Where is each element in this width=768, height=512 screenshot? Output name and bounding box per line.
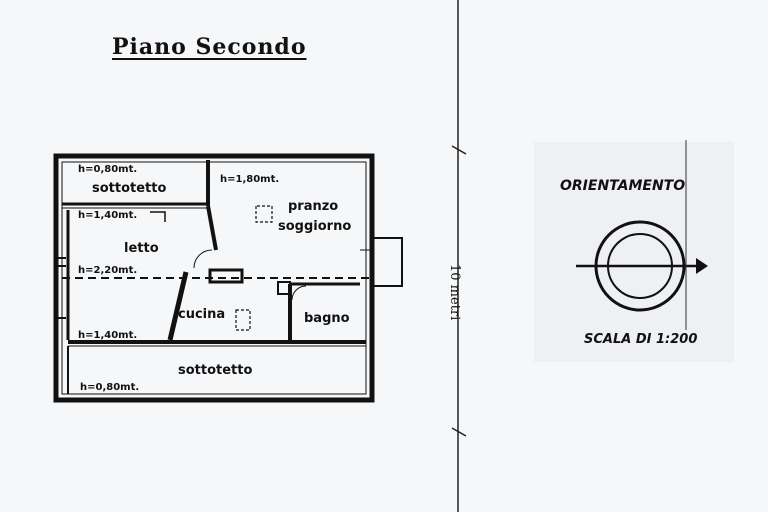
room-label-pranzo: pranzo bbox=[288, 199, 338, 214]
room-label-bagno: bagno bbox=[304, 311, 350, 326]
height-label: h=0,80mt. bbox=[78, 164, 137, 175]
height-label: h=1,40mt. bbox=[78, 210, 137, 221]
room-label-sottotetto: sottotetto bbox=[92, 181, 166, 196]
compass-icon bbox=[534, 140, 734, 362]
room-label-cucina: cucina bbox=[178, 307, 225, 322]
height-label: h=1,80mt. bbox=[220, 174, 279, 185]
page-title: Piano Secondo bbox=[112, 34, 307, 60]
height-label: h=1,40mt. bbox=[78, 330, 137, 341]
height-label: h=0,80mt. bbox=[80, 382, 139, 393]
room-label-sottotetto-bottom: sottotetto bbox=[178, 363, 252, 378]
room-label-letto: letto bbox=[124, 241, 159, 256]
scale-bar-label: 10 metri bbox=[447, 264, 462, 321]
scale-bar bbox=[451, 145, 467, 437]
scale-text: SCALA DI 1:200 bbox=[584, 332, 698, 347]
height-label: h=2,20mt. bbox=[78, 265, 137, 276]
room-label-soggiorno: soggiorno bbox=[278, 219, 351, 234]
orientation-title: ORIENTAMENTO bbox=[560, 178, 686, 194]
interior-walls bbox=[58, 160, 372, 394]
